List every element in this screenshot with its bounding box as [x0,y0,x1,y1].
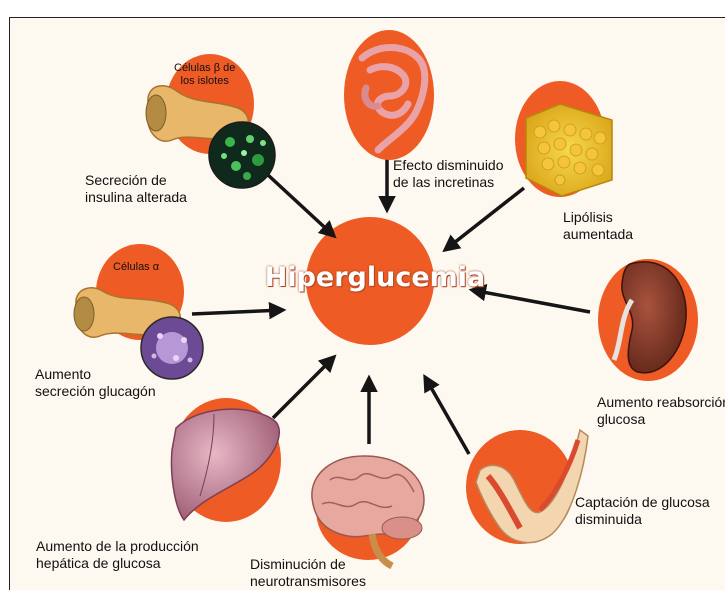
incretins-node-label: Efecto disminuido de las incretinas [393,157,504,191]
kidney-node-label-line-2: glucosa [597,411,725,428]
arrow-alpha [192,310,283,314]
arrow-kidney [472,290,590,312]
beta-cells-label-line-2: los islotes [174,75,235,88]
incretins-node-label-line-1: Efecto disminuido [393,157,504,174]
muscle-node-label: Captación de glucosa disminuida [575,494,710,528]
beta-node-label-line-2: insulina alterada [85,189,187,206]
brain-node-label: Disminución de neurotransmisores [250,556,366,590]
alpha-node-label-line-1: Aumento [35,366,156,383]
alpha-node-label-line-2: secreción glucagón [35,383,156,400]
liver-node-label: Aumento de la producción hepática de glu… [36,538,199,572]
brain-node-label-line-2: neurotransmisores [250,573,366,590]
kidney-node-label: Aumento reabsorción glucosa [597,394,725,428]
lipolysis-node-label-line-1: Lipólisis [563,209,633,226]
arrow-lipolysis [445,188,524,250]
adipose-tissue-icon [526,104,612,196]
beta-cells-label: Células β de los islotes [174,62,235,88]
lipolysis-node-label: Lipólisis aumentada [563,209,633,243]
alpha-cells-label: Células α [113,261,159,274]
lipolysis-node-label-line-2: aumentada [563,226,633,243]
alpha-node-label: Aumento secreción glucagón [35,366,156,400]
incretins-node-label-line-2: de las incretinas [393,174,504,191]
beta-cells-label-line-1: Células β de [174,62,235,75]
liver-node-label-line-2: hepática de glucosa [36,555,199,572]
alpha-cells-label-line: Células α [113,261,159,274]
arrow-beta [268,175,334,236]
brain-node-label-line-1: Disminución de [250,556,366,573]
liver-node-label-line-1: Aumento de la producción [36,538,199,555]
muscle-node-label-line-1: Captación de glucosa [575,494,710,511]
muscle-node-label-line-2: disminuida [575,511,710,528]
islet-cells-icon [209,122,275,188]
arrow-liver [273,357,334,418]
beta-node-label: Secreción de insulina alterada [85,172,187,206]
kidney-node-label-line-1: Aumento reabsorción [597,394,725,411]
beta-node-label-line-1: Secreción de [85,172,187,189]
hyperglycemia-title: Hiperglucemia [255,262,495,293]
arrow-muscle [425,377,469,454]
